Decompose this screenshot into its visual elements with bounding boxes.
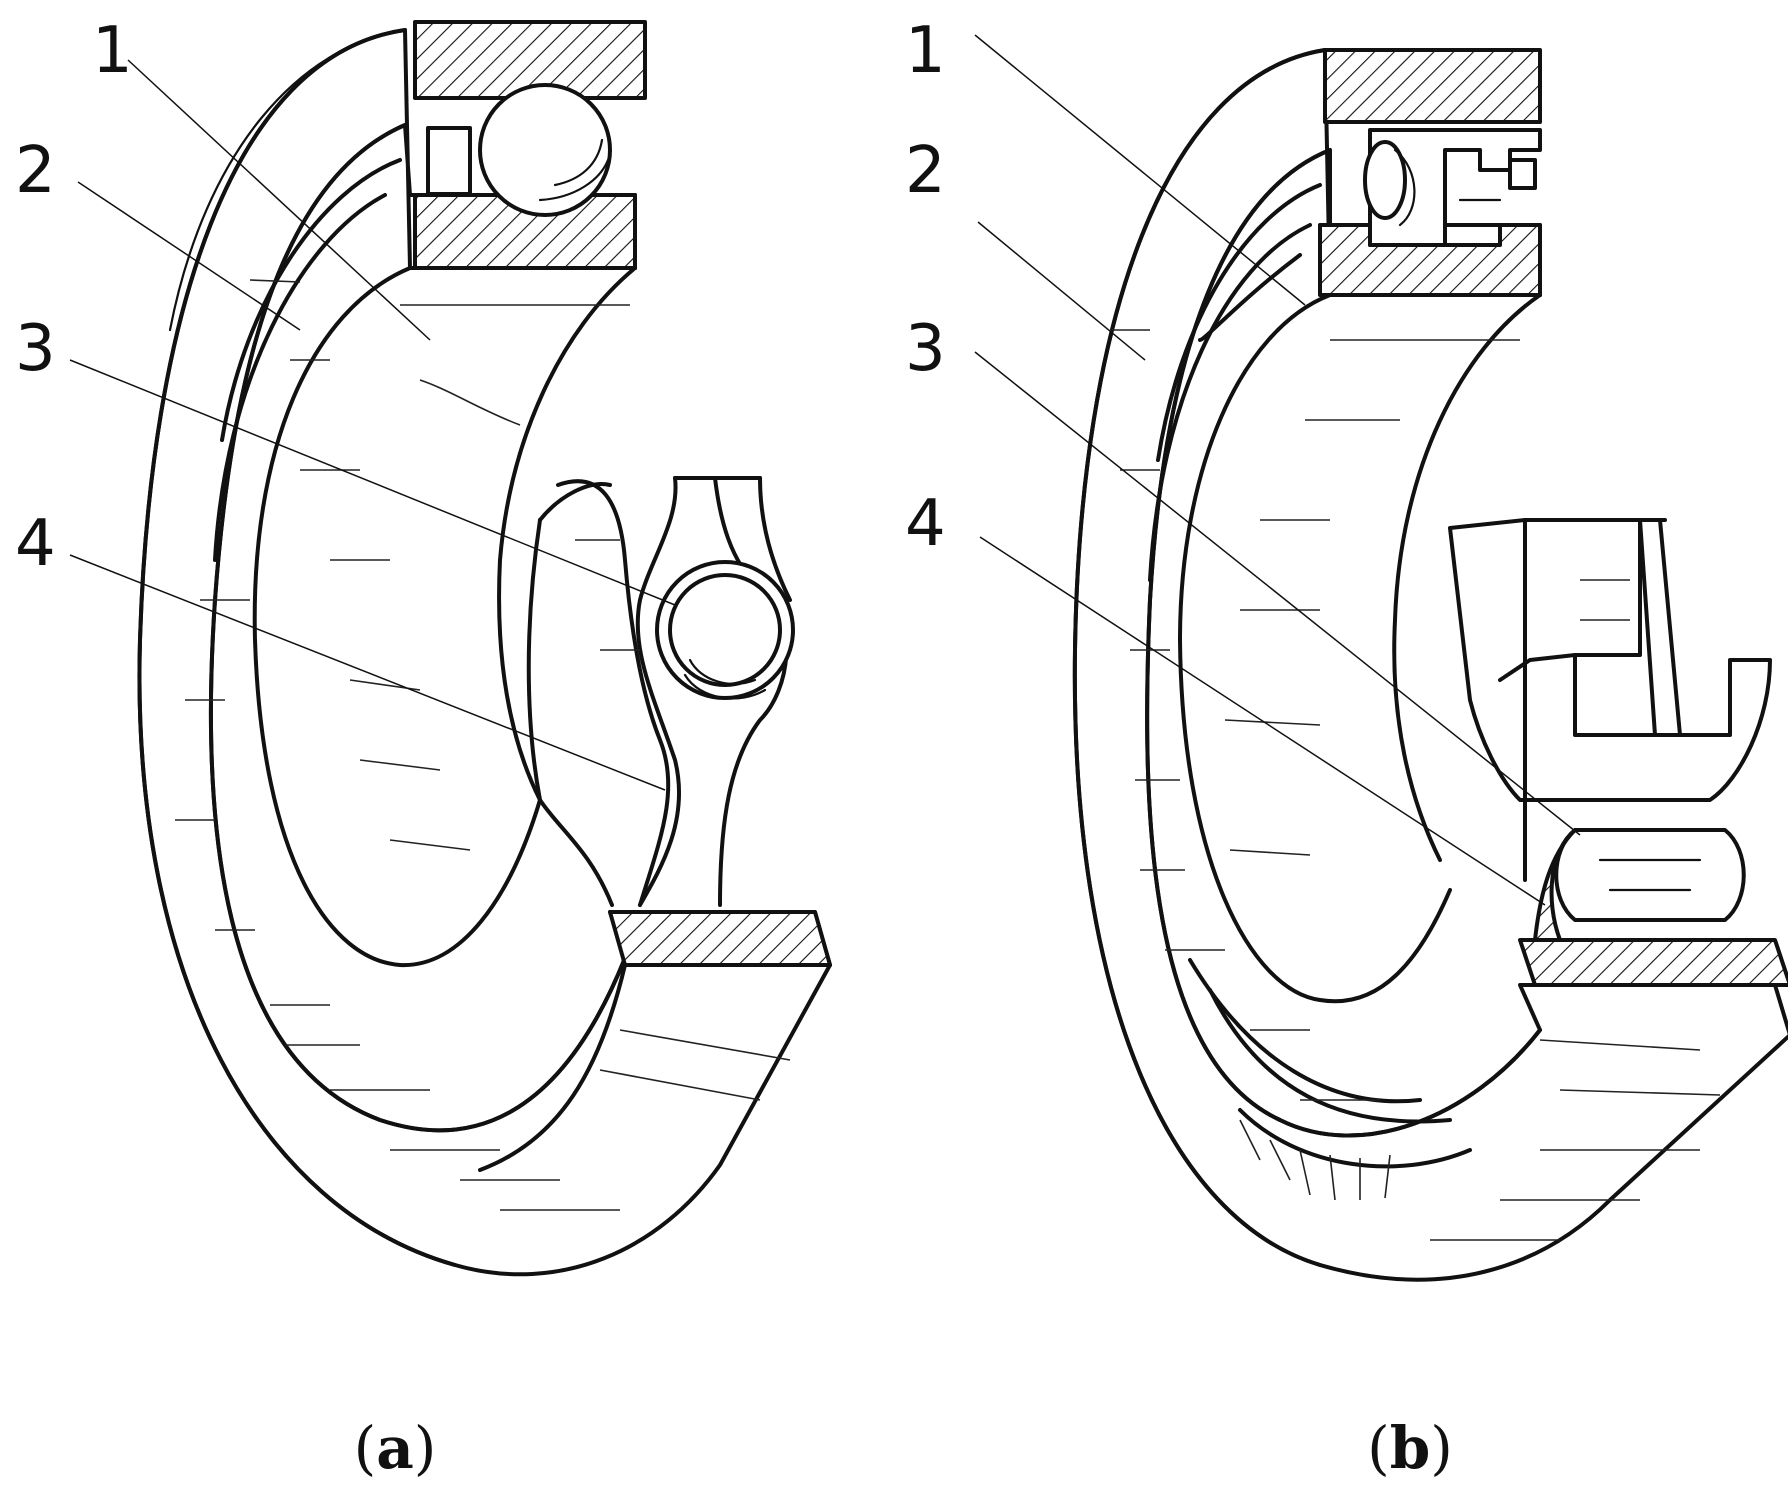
- panel-a-callout-3: 3: [15, 312, 56, 386]
- panel-b-top-outer-section: [1323, 48, 1542, 124]
- panel-a-bearing-drawing: [137, 20, 832, 1277]
- panel-a-callout-2: 2: [15, 134, 56, 208]
- panel-a-callout-1: 1: [92, 14, 133, 88]
- panel-a-bottom-outer-section: [608, 910, 832, 967]
- panel-b-callout-4: 4: [905, 487, 946, 561]
- panel-b-bottom-outer-section: [1518, 938, 1788, 987]
- panel-b-bearing-drawing: [1072, 48, 1788, 1282]
- panel-b-top-roller: [1363, 140, 1407, 220]
- panel-b-lower-roller-cut: [1533, 828, 1577, 942]
- panel-b-caption: (b): [1367, 1414, 1453, 1482]
- panel-a-caption: (a): [354, 1414, 437, 1482]
- panel-a-leaders: [69, 59, 676, 791]
- panel-a-callout-4: 4: [15, 507, 56, 581]
- panel-b-top-cage: [1368, 128, 1542, 247]
- panel-a-cage: [556, 479, 671, 907]
- panel-b-lower-roller: [1554, 828, 1746, 922]
- panel-b-callout-3: 3: [905, 312, 946, 386]
- panel-a-middle-ball: [655, 560, 795, 700]
- panel-b-callout-1: 1: [905, 14, 946, 88]
- panel-a-top-ball: [478, 83, 612, 217]
- panel-b-callout-2: 2: [905, 134, 946, 208]
- panel-b-inner-ring: [1178, 293, 1452, 1004]
- panel-a-inner-ring: [252, 266, 542, 968]
- panel-a-top-outer-section: [413, 20, 647, 100]
- panel-b-leaders: [974, 34, 1581, 906]
- panel-b-cage: [1448, 518, 1772, 802]
